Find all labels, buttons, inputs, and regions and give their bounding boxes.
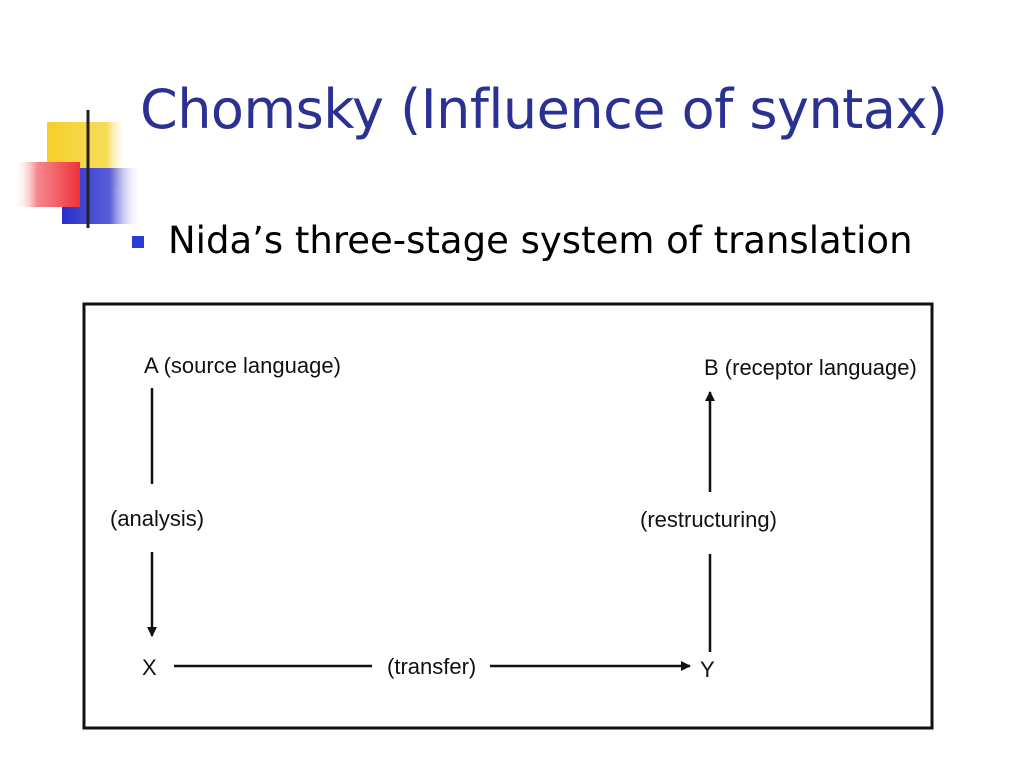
title-decoration (14, 110, 1024, 228)
node-x: X (142, 655, 157, 680)
slide-title: Chomsky (Influence of syntax) (140, 78, 948, 141)
diagram-frame (82, 302, 934, 730)
bullet-square-icon (132, 236, 144, 248)
bullet-item: Nida’s three-stage system of translation (132, 214, 913, 266)
bullet-text: Nida’s three-stage system of translation (168, 218, 913, 262)
node-b-receptor-language: B (receptor language) (704, 355, 917, 380)
edge-label-analysis: (analysis) (110, 506, 204, 531)
node-y: Y (700, 657, 715, 682)
node-a-source-language: A (source language) (144, 353, 341, 378)
nida-diagram: A (source language) B (receptor language… (82, 300, 934, 730)
edge-label-transfer: (transfer) (387, 654, 476, 679)
edge-label-restructuring: (restructuring) (640, 507, 777, 532)
